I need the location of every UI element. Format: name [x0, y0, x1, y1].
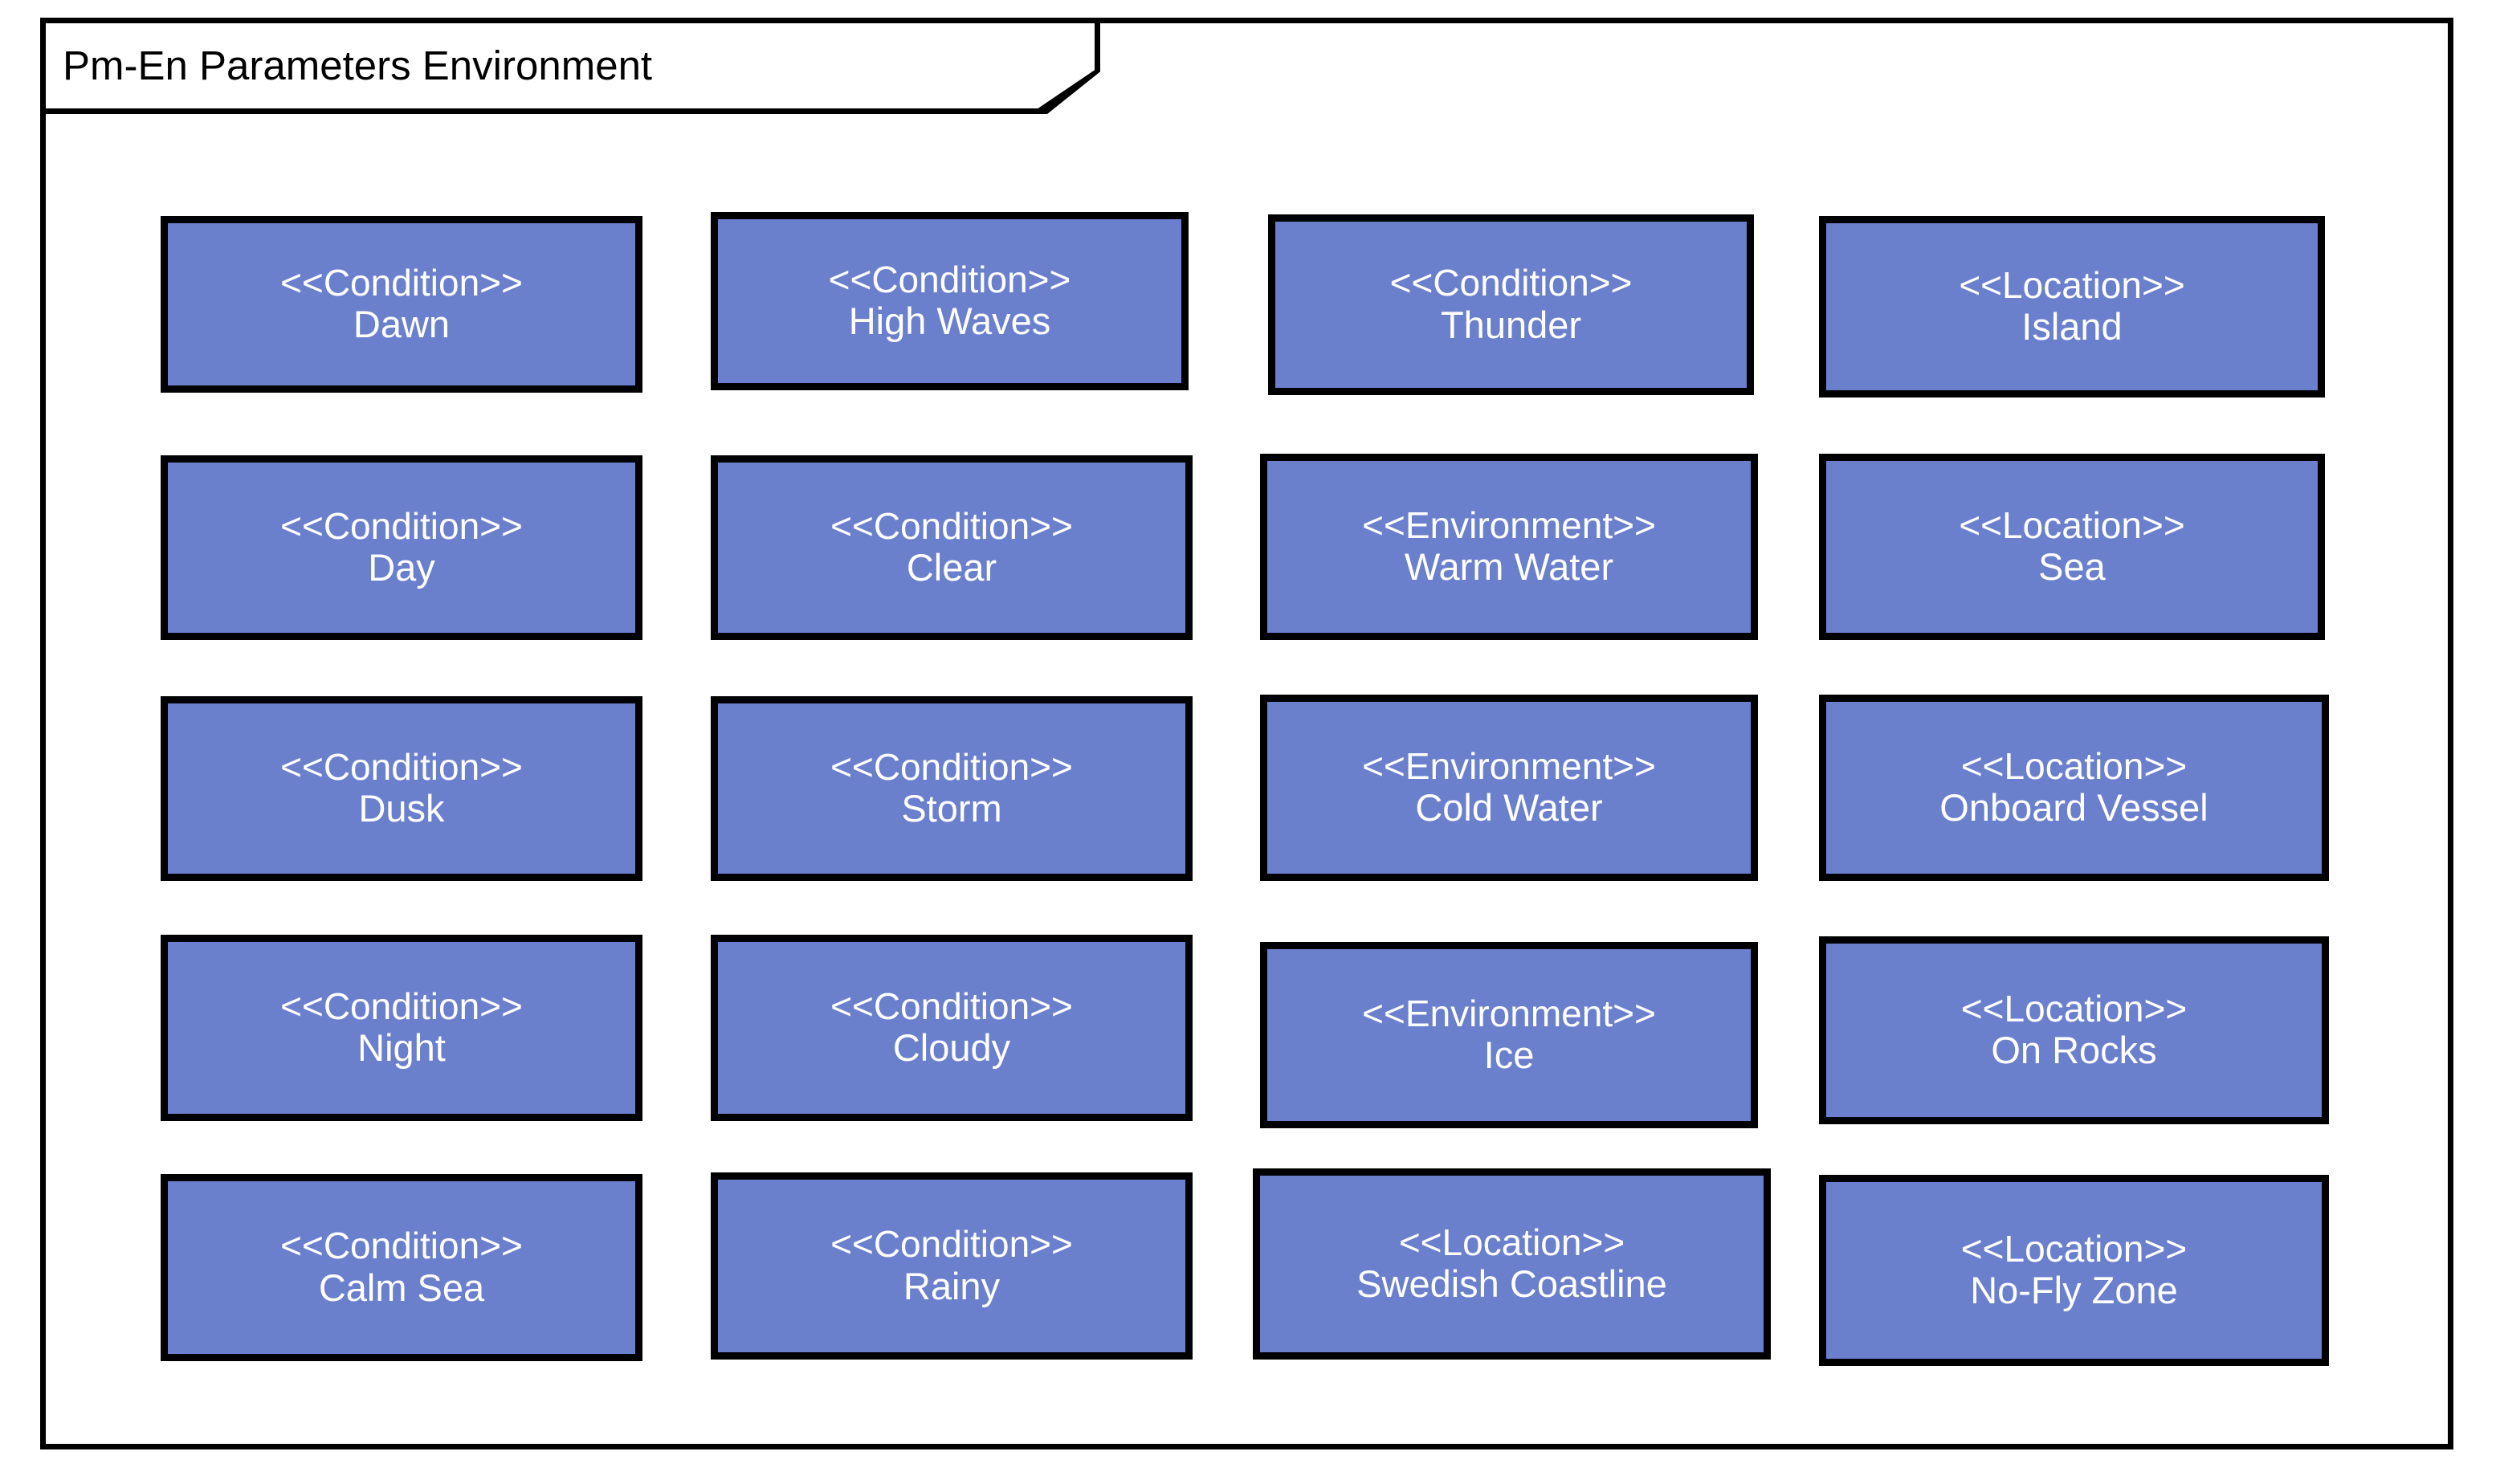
element-stereotype: <<Condition>>	[828, 258, 1071, 300]
element-name: Day	[368, 546, 435, 589]
uml-element[interactable]: <<Location>>Island	[1819, 216, 2325, 398]
element-name: Sea	[2038, 545, 2106, 589]
element-stereotype: <<Condition>>	[280, 745, 523, 788]
element-stereotype: <<Condition>>	[830, 745, 1073, 788]
element-name: Dusk	[358, 787, 445, 830]
uml-element[interactable]: <<Condition>>Night	[161, 935, 642, 1121]
element-stereotype: <<Location>>	[1398, 1221, 1625, 1263]
element-stereotype: <<Location>>	[1960, 1227, 2188, 1270]
uml-element[interactable]: <<Condition>>Day	[161, 455, 642, 640]
element-stereotype: <<Environment>>	[1362, 503, 1656, 546]
uml-element[interactable]: <<Condition>>Dawn	[161, 216, 642, 393]
uml-element[interactable]: <<Condition>>High Waves	[711, 212, 1189, 390]
element-name: Island	[2021, 305, 2123, 349]
element-name: No-Fly Zone	[1970, 1269, 2178, 1312]
element-stereotype: <<Condition>>	[280, 1225, 523, 1267]
uml-element[interactable]: <<Location>>Sea	[1819, 454, 2325, 640]
element-stereotype: <<Condition>>	[280, 985, 523, 1027]
element-name: Warm Water	[1404, 545, 1614, 589]
uml-element[interactable]: <<Condition>>Clear	[711, 455, 1193, 640]
frame-header-tab: Pm-En Parameters Environment	[40, 18, 1100, 114]
element-name: Onboard Vessel	[1939, 786, 2208, 830]
element-stereotype: <<Condition>>	[280, 261, 523, 304]
uml-element[interactable]: <<Condition>>Calm Sea	[161, 1174, 642, 1361]
element-stereotype: <<Environment>>	[1362, 744, 1656, 787]
element-name: Cold Water	[1415, 786, 1603, 830]
uml-element[interactable]: <<Location>>On Rocks	[1819, 936, 2329, 1124]
element-grid: <<Condition>>Dawn<<Condition>>High Waves…	[46, 23, 2448, 1444]
element-name: Night	[357, 1026, 446, 1070]
element-stereotype: <<Location>>	[1959, 503, 2185, 546]
element-stereotype: <<Environment>>	[1362, 992, 1656, 1034]
element-stereotype: <<Condition>>	[830, 985, 1073, 1027]
element-name: Storm	[901, 787, 1002, 830]
frame-title-label: Pm-En Parameters Environment	[63, 43, 653, 89]
element-name: Calm Sea	[318, 1266, 485, 1309]
uml-element[interactable]: <<Environment>>Cold Water	[1260, 695, 1758, 881]
uml-element[interactable]: <<Condition>>Cloudy	[711, 935, 1193, 1121]
uml-element[interactable]: <<Location>>No-Fly Zone	[1819, 1175, 2329, 1366]
uml-frame: Pm-En Parameters Environment <<Condition…	[40, 18, 2453, 1449]
element-name: On Rocks	[1991, 1029, 2157, 1072]
element-name: Ice	[1483, 1034, 1535, 1077]
uml-element[interactable]: <<Condition>>Dusk	[161, 696, 642, 881]
element-stereotype: <<Condition>>	[280, 504, 523, 547]
element-name: Rainy	[903, 1264, 1001, 1307]
element-stereotype: <<Location>>	[1960, 744, 2188, 787]
uml-element[interactable]: <<Environment>>Warm Water	[1260, 454, 1758, 640]
element-stereotype: <<Condition>>	[1389, 262, 1633, 304]
element-name: High Waves	[848, 300, 1051, 343]
uml-element[interactable]: <<Location>>Onboard Vessel	[1819, 695, 2329, 881]
element-name: Clear	[906, 546, 997, 589]
element-stereotype: <<Location>>	[1959, 263, 2185, 306]
uml-element[interactable]: <<Condition>>Storm	[711, 696, 1193, 881]
frame-header-fill	[46, 23, 1095, 108]
uml-element[interactable]: <<Condition>>Thunder	[1268, 214, 1754, 395]
uml-element[interactable]: <<Environment>>Ice	[1260, 942, 1758, 1128]
element-name: Swedish Coastline	[1356, 1262, 1667, 1306]
element-name: Dawn	[353, 303, 451, 346]
element-name: Cloudy	[892, 1026, 1011, 1070]
element-stereotype: <<Condition>>	[830, 1223, 1073, 1266]
element-stereotype: <<Location>>	[1960, 987, 2188, 1029]
element-stereotype: <<Condition>>	[830, 504, 1073, 547]
uml-element[interactable]: <<Location>>Swedish Coastline	[1253, 1168, 1771, 1360]
uml-element[interactable]: <<Condition>>Rainy	[711, 1172, 1193, 1360]
element-name: Thunder	[1440, 303, 1582, 346]
